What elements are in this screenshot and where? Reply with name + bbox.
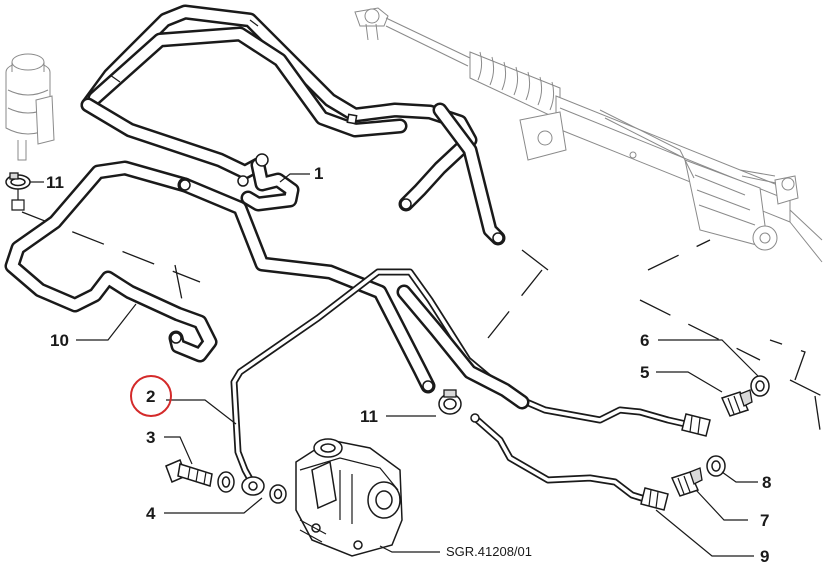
- callout-9: 9: [760, 547, 769, 563]
- banjo-bolt-3: [165, 459, 213, 487]
- leader-lines: [30, 173, 759, 557]
- fitting-7: [670, 467, 703, 497]
- washer-6: [750, 375, 770, 397]
- diagram-code: SGR.41208/01: [446, 544, 532, 559]
- power-steering-pump: [295, 438, 403, 557]
- washer-8: [706, 455, 726, 477]
- fluid-reservoir: [5, 53, 55, 161]
- rack-bellows: [469, 51, 561, 121]
- callout-7: 7: [760, 511, 769, 530]
- pipe-2-pressure: [230, 268, 711, 496]
- callout-10: 10: [50, 331, 69, 350]
- steering-rack: [354, 7, 823, 263]
- callout-5: 5: [640, 363, 649, 382]
- callout-4: 4: [146, 504, 156, 523]
- callout-6: 6: [640, 331, 649, 350]
- callout-8: 8: [762, 473, 771, 492]
- washers-4: [217, 471, 287, 504]
- callout-2-highlight-ring: [130, 375, 172, 417]
- hose-10-suction: [4, 160, 436, 394]
- callout-11-lower: 11: [360, 407, 378, 426]
- callout-3: 3: [146, 428, 155, 447]
- fitting-5: [720, 389, 753, 417]
- callout-11-upper: 11: [46, 173, 64, 192]
- callout-2: 2: [146, 387, 155, 406]
- callout-1: 1: [314, 164, 323, 183]
- pipe-9-lower: [470, 413, 669, 511]
- hose-1-return: [80, 4, 506, 246]
- clamp-11-upper: [5, 172, 31, 211]
- clamp-11-lower: [438, 389, 462, 415]
